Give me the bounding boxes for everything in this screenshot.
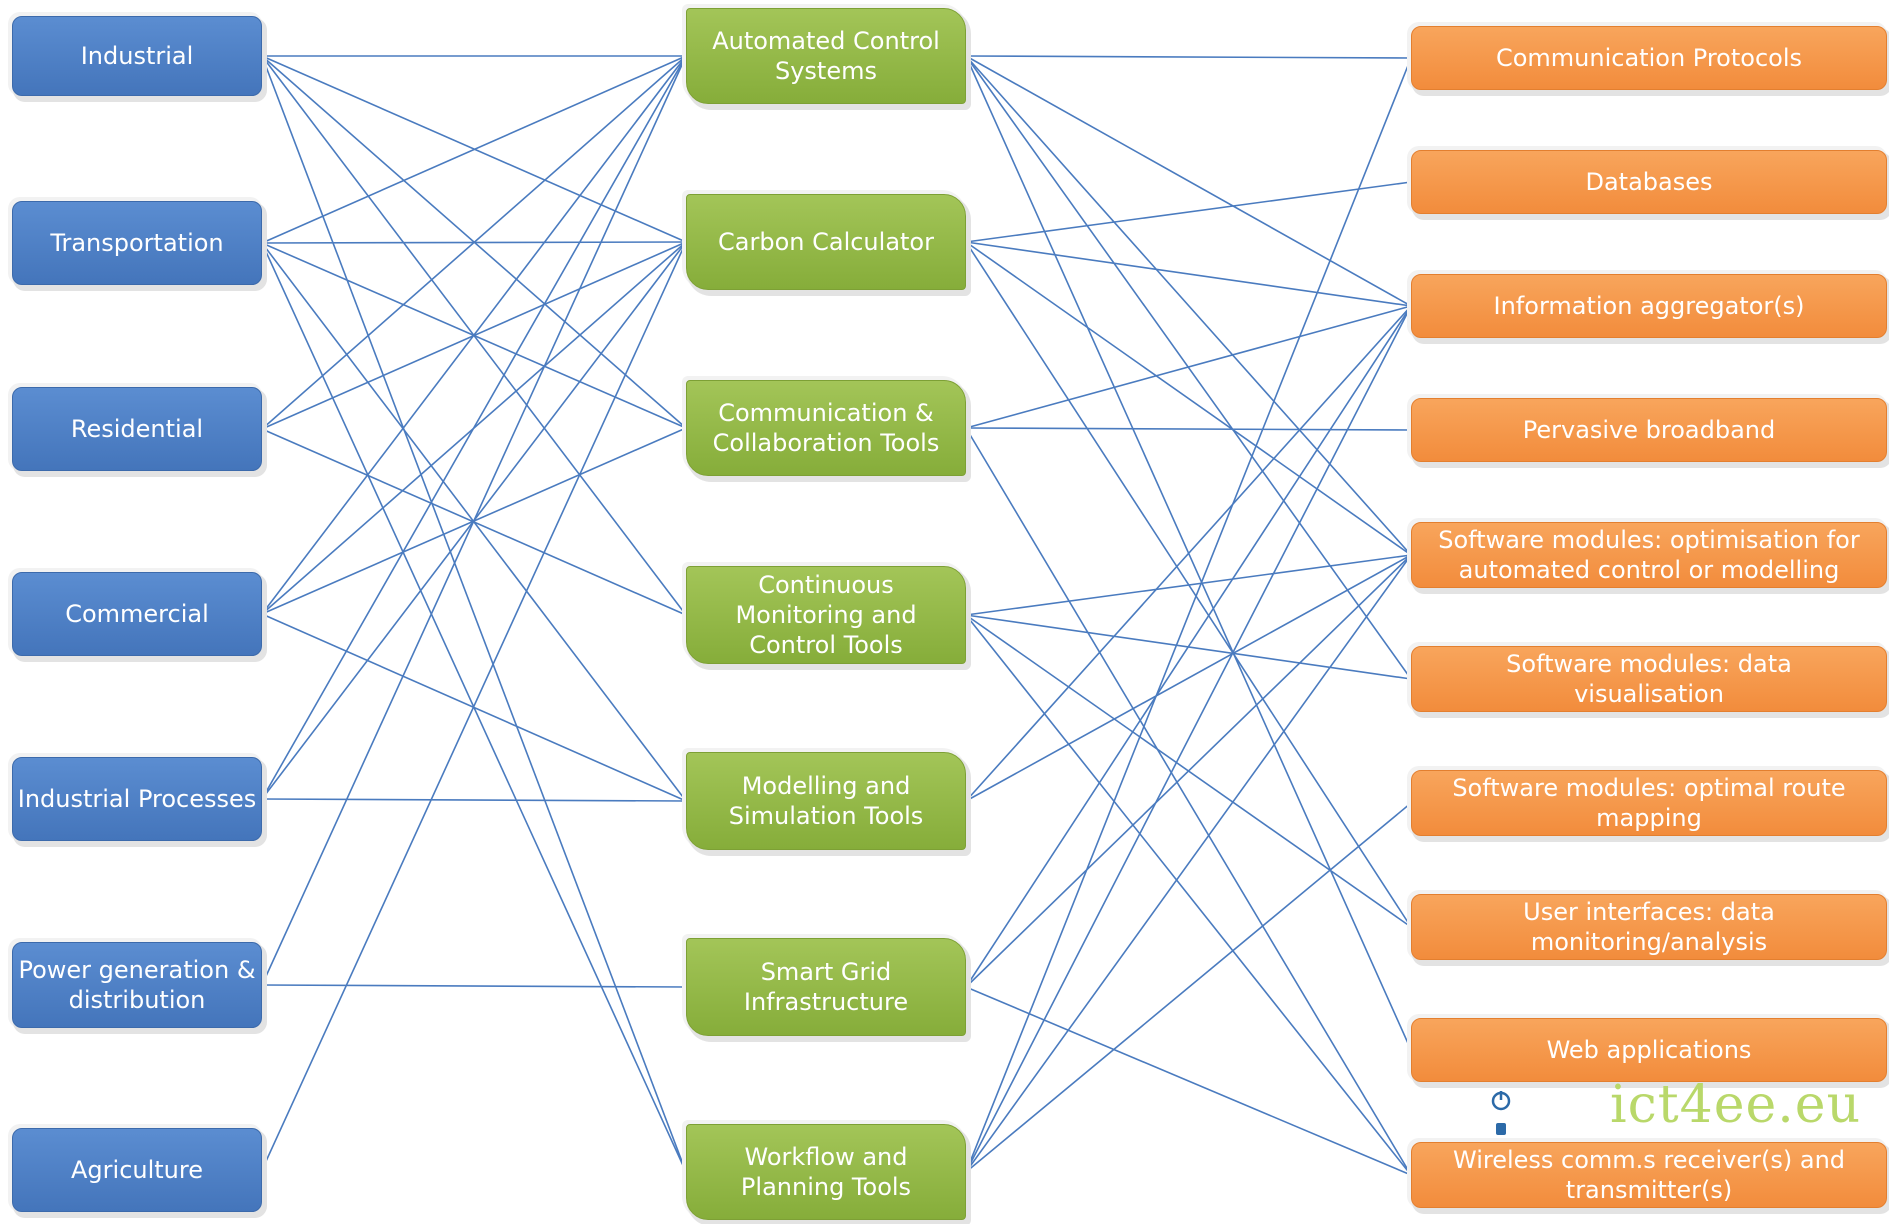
sector-residential[interactable]: Residential: [12, 387, 262, 471]
tool-label: Carbon Calculator: [718, 228, 934, 256]
link-sector-tool-s5-t5: [261, 984, 687, 988]
tech-label: Databases: [1585, 168, 1713, 196]
sector-label: Agriculture: [71, 1156, 203, 1184]
link-tool-tech-t4-r2: [965, 305, 1412, 802]
tech-label: Communication Protocols: [1495, 44, 1802, 72]
tool-automated-control-systems[interactable]: Automated Control Systems: [686, 8, 966, 104]
plug-icon: [1496, 1123, 1506, 1135]
sector-label: Power generation & distribution: [18, 956, 256, 1014]
link-tool-tech-t2-r9: [965, 427, 1412, 1176]
tech-communication-protocols[interactable]: Communication Protocols: [1411, 26, 1887, 90]
tool-label: Communication & Collaboration Tools: [712, 399, 940, 457]
tech-user-interfaces-data-monitoring[interactable]: User interfaces: data monitoring/analysi…: [1411, 894, 1887, 960]
tech-pervasive-broadband[interactable]: Pervasive broadband: [1411, 398, 1887, 462]
sector-industrial-processes[interactable]: Industrial Processes: [12, 757, 262, 841]
link-sector-tool-s1-t0: [261, 55, 687, 244]
link-sector-tool-s5-t0: [261, 55, 687, 986]
link-sector-tool-s4-t0: [261, 55, 687, 800]
link-tool-tech-t6-r0: [965, 57, 1412, 1173]
link-tool-tech-t1-r1: [965, 181, 1412, 243]
sector-label: Transportation: [50, 229, 224, 257]
link-sector-tool-s2-t0: [261, 55, 687, 430]
link-tool-tech-t3-r9: [965, 614, 1412, 1176]
link-sector-tool-s6-t1: [261, 241, 687, 1171]
sector-label: Industrial: [80, 42, 194, 70]
watermark-text: ict4ee.eu: [1610, 1075, 1862, 1135]
link-tool-tech-t3-r4: [965, 554, 1412, 616]
link-tool-tech-t2-r3: [965, 427, 1412, 431]
tool-label: Continuous Monitoring and Control Tools: [735, 571, 917, 659]
tool-label: Automated Control Systems: [712, 27, 940, 85]
sector-industrial[interactable]: Industrial: [12, 16, 262, 96]
link-tool-tech-t0-r4: [965, 55, 1412, 556]
link-tool-tech-t6-r2: [965, 305, 1412, 1173]
ict4ee-watermark-logo: ict4ee.eu: [1490, 1075, 1880, 1135]
tool-smart-grid-infrastructure[interactable]: Smart Grid Infrastructure: [686, 938, 966, 1036]
link-sector-tool-s4-t4: [261, 798, 687, 802]
tech-label: User interfaces: data monitoring/analysi…: [1523, 898, 1775, 956]
link-tool-tech-t5-r2: [965, 305, 1412, 988]
sector-label: Residential: [70, 415, 204, 443]
tool-continuous-monitoring-control-tools[interactable]: Continuous Monitoring and Control Tools: [686, 566, 966, 664]
tech-label: Software modules: data visualisation: [1506, 650, 1792, 708]
sector-label: Commercial: [65, 600, 209, 628]
tech-label: Software modules: optimisation for autom…: [1438, 526, 1860, 584]
tool-label: Smart Grid Infrastructure: [743, 958, 909, 1016]
tool-communication-collaboration-tools[interactable]: Communication & Collaboration Tools: [686, 380, 966, 476]
sector-power-generation-distribution[interactable]: Power generation & distribution: [12, 942, 262, 1028]
link-tool-tech-t6-r4: [965, 554, 1412, 1173]
tech-label: Wireless comm.s receiver(s) and transmit…: [1452, 1146, 1846, 1204]
link-tool-tech-t5-r9: [965, 986, 1412, 1176]
tool-label: Modelling and Simulation Tools: [728, 772, 924, 830]
sector-agriculture[interactable]: Agriculture: [12, 1128, 262, 1212]
link-tool-tech-t0-r0: [965, 55, 1412, 59]
tech-label: Information aggregator(s): [1493, 292, 1805, 320]
tool-modelling-simulation-tools[interactable]: Modelling and Simulation Tools: [686, 752, 966, 850]
sector-label: Industrial Processes: [17, 785, 257, 813]
tech-databases[interactable]: Databases: [1411, 150, 1887, 214]
power-icon: [1491, 1091, 1511, 1111]
sector-commercial[interactable]: Commercial: [12, 572, 262, 656]
tool-label: Workflow and Planning Tools: [740, 1143, 912, 1201]
tech-software-modules-data-visualisation[interactable]: Software modules: data visualisation: [1411, 646, 1887, 712]
tech-web-applications[interactable]: Web applications: [1411, 1018, 1887, 1082]
tech-label: Software modules: optimal route mapping: [1452, 774, 1846, 832]
link-tool-tech-t1-r2: [965, 241, 1412, 307]
link-tool-tech-t1-r4: [965, 241, 1412, 556]
link-sector-tool-s0-t6: [261, 55, 687, 1173]
tech-wireless-receivers-transmitters[interactable]: Wireless comm.s receiver(s) and transmit…: [1411, 1142, 1887, 1208]
tech-software-modules-optimal-route-mapping[interactable]: Software modules: optimal route mapping: [1411, 770, 1887, 836]
link-tool-tech-t4-r4: [965, 554, 1412, 802]
link-tool-tech-t2-r2: [965, 305, 1412, 429]
tech-information-aggregators[interactable]: Information aggregator(s): [1411, 274, 1887, 338]
tool-carbon-calculator[interactable]: Carbon Calculator: [686, 194, 966, 290]
tech-label: Pervasive broadband: [1522, 416, 1776, 444]
link-tool-tech-t5-r4: [965, 554, 1412, 988]
link-sector-tool-s3-t0: [261, 55, 687, 615]
tech-software-modules-optimisation[interactable]: Software modules: optimisation for autom…: [1411, 522, 1887, 588]
tech-label: Web applications: [1546, 1036, 1752, 1064]
link-tool-tech-t0-r2: [965, 55, 1412, 307]
sector-transportation[interactable]: Transportation: [12, 201, 262, 285]
tool-workflow-planning-tools[interactable]: Workflow and Planning Tools: [686, 1124, 966, 1220]
link-tool-tech-t6-r6: [965, 802, 1412, 1173]
